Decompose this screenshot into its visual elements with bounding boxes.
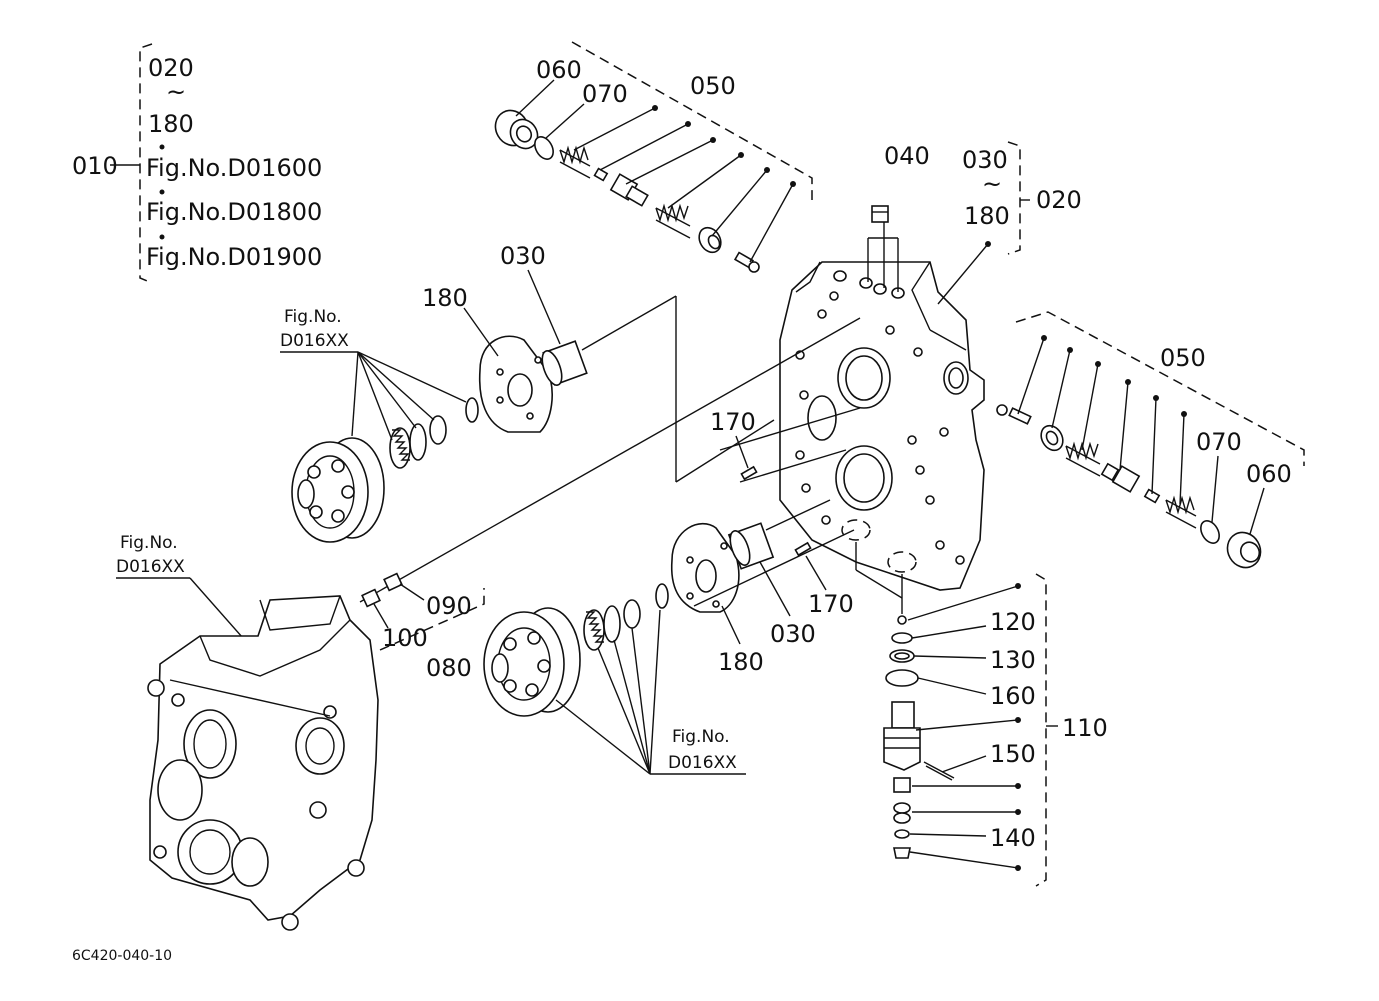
middle-items: 170 170 180 030	[670, 407, 861, 676]
upper-washer	[429, 415, 447, 445]
label-030-upper: 030	[500, 242, 546, 270]
label-070-top: 070	[582, 80, 628, 108]
label-030-lower: 030	[770, 620, 816, 648]
pin-150	[923, 761, 955, 779]
upper-fig-line2: D016XX	[280, 331, 349, 351]
legend-block: 010 020 ~ 180 Fig.No.D01600 Fig.No.D0180…	[72, 43, 322, 284]
label-160: 160	[990, 682, 1036, 710]
lower-snap-ring	[655, 583, 669, 609]
label-140: 140	[990, 824, 1036, 852]
lower-left-fig-line1: Fig.No.	[120, 533, 178, 553]
range-tilde-right: ~	[982, 170, 1002, 198]
label-180-upper: 180	[422, 284, 468, 312]
ball-120	[897, 615, 907, 625]
label-080: 080	[426, 654, 472, 682]
lower-bushing-030	[727, 522, 775, 570]
lower-left-fig-line2: D016XX	[116, 557, 185, 577]
fitting-100	[361, 588, 381, 608]
label-020: 020	[1036, 186, 1082, 214]
o-ring-070-right	[1200, 520, 1220, 544]
plug-060-right	[1226, 531, 1262, 569]
spring-right-1	[1065, 441, 1101, 477]
upper-bushing-030	[541, 340, 588, 386]
plug-060-top	[494, 109, 539, 150]
upper-pump-rotor	[291, 437, 385, 543]
fig-ref-d01600: Fig.No.D01600	[146, 154, 322, 182]
label-060-right: 060	[1246, 460, 1292, 488]
ref-010: 010	[72, 152, 118, 180]
right-valve-group: 050 070 060	[996, 311, 1305, 569]
label-090: 090	[426, 592, 472, 620]
lower-plate-180	[670, 523, 740, 613]
screw-right	[996, 404, 1032, 425]
range-end-180: 180	[148, 110, 194, 138]
label-170-top: 170	[710, 408, 756, 436]
fig-ref-d01900: Fig.No.D01900	[146, 243, 322, 271]
upper-pump-group: Fig.No. D016XX 180 030	[280, 242, 775, 543]
label-040: 040	[884, 142, 930, 170]
range-start-020: 020	[148, 54, 194, 82]
label-170-low: 170	[808, 590, 854, 618]
label-120: 120	[990, 608, 1036, 636]
lower-left-group: Fig.No. D016XX	[116, 317, 861, 931]
spring-top-1	[559, 145, 591, 179]
label-110: 110	[1062, 714, 1108, 742]
range-tilde: ~	[166, 78, 186, 106]
valve-stack-110: 120 130 160 110 150 140	[855, 542, 1108, 887]
main-valve-housing: 040 030 ~ 180 020	[779, 141, 1082, 591]
label-050-right: 050	[1160, 344, 1206, 372]
o-ring-160	[885, 669, 919, 687]
spring-right-2	[1165, 495, 1197, 529]
lower-spring	[583, 605, 621, 651]
label-130: 130	[990, 646, 1036, 674]
valve-body	[883, 701, 921, 771]
fitting-090	[383, 572, 403, 592]
plug-040	[871, 205, 889, 223]
seat-right	[1040, 424, 1064, 452]
label-070-right: 070	[1196, 428, 1242, 456]
lower-fig-line2: D016XX	[668, 753, 737, 773]
upper-plate-180	[478, 335, 553, 433]
label-100: 100	[382, 624, 428, 652]
lower-pump-group: Fig.No. D016XX	[483, 583, 746, 775]
range-start-030: 030	[962, 146, 1008, 174]
lower-washer	[623, 599, 641, 629]
lower-pump-rotor	[483, 607, 581, 717]
plug-small	[893, 777, 911, 793]
drawing-code: 6C420-040-10	[72, 948, 172, 964]
range-end-180: 180	[964, 202, 1010, 230]
label-180-lower: 180	[718, 648, 764, 676]
gear-case-housing	[147, 595, 379, 931]
poppet-top	[609, 173, 649, 207]
label-060-top: 060	[536, 56, 582, 84]
upper-spring	[389, 423, 427, 469]
label-150: 150	[990, 740, 1036, 768]
pin-170-low	[794, 541, 812, 557]
ring-a	[891, 632, 913, 644]
top-valve-group: 060 070 050	[494, 41, 813, 273]
spring-top-2	[655, 203, 691, 239]
pin-170-top	[740, 465, 758, 481]
seat-top	[698, 226, 722, 254]
upper-snap-ring	[465, 397, 479, 423]
fig-ref-d01800: Fig.No.D01800	[146, 198, 322, 226]
o-ring-070-top	[534, 136, 554, 160]
label-050-top: 050	[690, 72, 736, 100]
poppet-right	[1100, 462, 1141, 493]
screw-top	[733, 251, 760, 273]
lower-fig-line1: Fig.No.	[672, 727, 730, 747]
upper-fig-line1: Fig.No.	[284, 307, 342, 327]
